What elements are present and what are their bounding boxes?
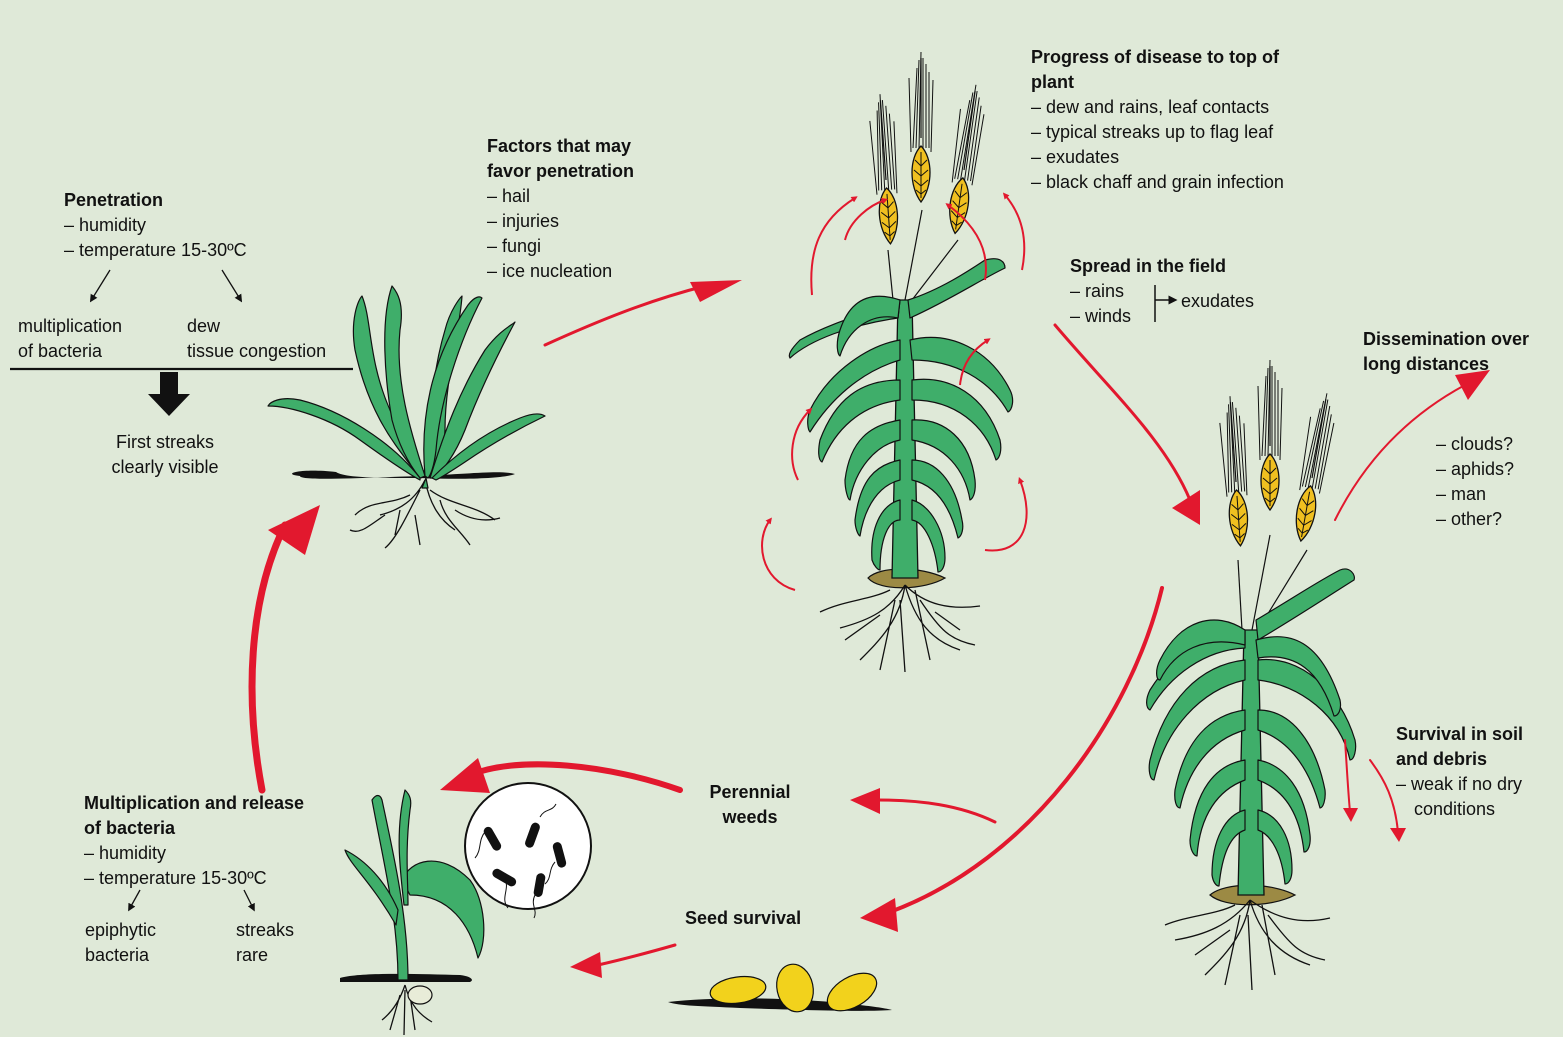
penetration-line: – humidity — [64, 213, 247, 238]
dissemination-title: long distances — [1363, 352, 1529, 377]
arrow-perennial-to-bacteria — [470, 764, 680, 790]
diseased-plant-icon — [762, 52, 1027, 672]
multiplication-left-branch: epiphytic bacteria — [85, 918, 156, 968]
survival-soil-line: – weak if no dry — [1396, 772, 1523, 797]
factors-line: – fungi — [487, 234, 634, 259]
spread-result: exudates — [1181, 289, 1254, 314]
penetration-block: Penetration – humidity – temperature 15-… — [64, 188, 247, 263]
dissemination-title: Dissemination over — [1363, 327, 1529, 352]
arrow-young-to-diseased — [545, 286, 705, 345]
result-line: First streaks — [90, 430, 240, 455]
perennial-title: weeds — [690, 805, 810, 830]
branch-line: multiplication — [18, 314, 122, 339]
arrow-seed-to-seedling — [598, 945, 675, 965]
branch-line: dew — [187, 314, 326, 339]
dissemination-list: – clouds? – aphids? – man – other? — [1436, 432, 1514, 532]
progress-line: – exudates — [1031, 145, 1284, 170]
perennial-block: Perennial weeds — [690, 780, 810, 830]
multiplication-line: – temperature 15-30ºC — [84, 866, 304, 891]
survival-soil-line: conditions — [1396, 797, 1523, 822]
ripe-spikes — [1218, 360, 1339, 547]
arrow-soil-2 — [1370, 760, 1398, 832]
dissemination-line: – man — [1436, 482, 1514, 507]
factors-line: – injuries — [487, 209, 634, 234]
seed-survival-label: Seed survival — [685, 906, 801, 931]
branch-line: epiphytic — [85, 918, 156, 943]
dissemination-line: – aphids? — [1436, 457, 1514, 482]
multiplication-line: – humidity — [84, 841, 304, 866]
multiplication-title: Multiplication and release — [84, 791, 304, 816]
dissemination-block: Dissemination over long distances — [1363, 327, 1529, 377]
penetration-result: First streaks clearly visible — [90, 430, 240, 480]
survival-soil-title: and debris — [1396, 747, 1523, 772]
branch-line: rare — [236, 943, 294, 968]
factors-line: – hail — [487, 184, 634, 209]
seeds-icon — [668, 961, 892, 1019]
seedling-icon — [340, 790, 484, 1035]
seed-title: Seed survival — [685, 906, 801, 931]
factors-line: – ice nucleation — [487, 259, 634, 284]
progress-title: Progress of disease to top of — [1031, 45, 1284, 70]
multiplication-block: Multiplication and release of bacteria –… — [84, 791, 304, 891]
bacteria-circle-icon — [465, 783, 591, 918]
survival-soil-block: Survival in soil and debris – weak if no… — [1396, 722, 1523, 822]
factors-title: favor penetration — [487, 159, 634, 184]
factors-block: Factors that may favor penetration – hai… — [487, 134, 634, 284]
progress-line: – typical streaks up to flag leaf — [1031, 120, 1284, 145]
arrow-ripe-to-perennial — [878, 800, 995, 822]
multiplication-title: of bacteria — [84, 816, 304, 841]
dissemination-line: – clouds? — [1436, 432, 1514, 457]
penetration-left-branch: multiplication of bacteria — [18, 314, 122, 364]
progress-line: – dew and rains, leaf contacts — [1031, 95, 1284, 120]
dissemination-line: – other? — [1436, 507, 1514, 532]
survival-soil-title: Survival in soil — [1396, 722, 1523, 747]
arrow-ripe-to-seed — [890, 588, 1162, 912]
progress-block: Progress of disease to top of plant – de… — [1031, 45, 1284, 195]
multiplication-branch-arrows — [130, 890, 253, 908]
progress-line: – black chaff and grain infection — [1031, 170, 1284, 195]
arrow-bottom-to-young — [252, 525, 285, 790]
multiplication-right-branch: streaks rare — [236, 918, 294, 968]
arrow-diseased-to-ripe — [1055, 325, 1190, 500]
branch-line: of bacteria — [18, 339, 122, 364]
center-spikes — [868, 52, 988, 245]
penetration-right-branch: dew tissue congestion — [187, 314, 326, 364]
progress-title: plant — [1031, 70, 1284, 95]
penetration-line: – temperature 15-30ºC — [64, 238, 247, 263]
ripe-plant-icon — [1147, 360, 1356, 990]
perennial-title: Perennial — [690, 780, 810, 805]
spread-title: Spread in the field — [1070, 254, 1226, 279]
branch-line: tissue congestion — [187, 339, 326, 364]
branch-line: streaks — [236, 918, 294, 943]
factors-title: Factors that may — [487, 134, 634, 159]
branch-line: bacteria — [85, 943, 156, 968]
result-line: clearly visible — [90, 455, 240, 480]
penetration-title: Penetration — [64, 188, 247, 213]
